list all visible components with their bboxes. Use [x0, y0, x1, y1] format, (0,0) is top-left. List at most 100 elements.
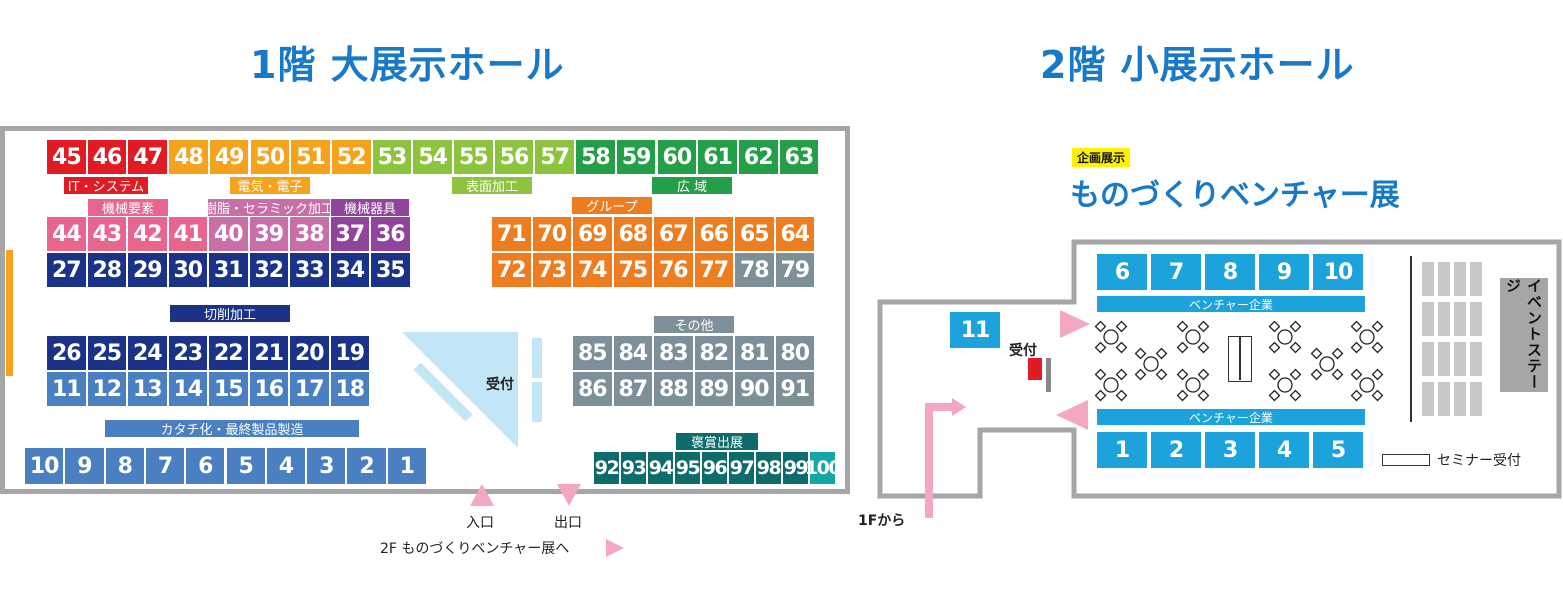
venture-booth-10[interactable]: 10 — [1313, 254, 1363, 290]
booth-25[interactable]: 25 — [87, 336, 128, 370]
booth-16[interactable]: 16 — [249, 372, 290, 406]
booth-72[interactable]: 72 — [492, 253, 533, 287]
venture-booth-7[interactable]: 7 — [1151, 254, 1201, 290]
booth-54[interactable]: 54 — [413, 140, 454, 174]
booth-10[interactable]: 10 — [25, 448, 66, 484]
booth-97[interactable]: 97 — [729, 452, 756, 484]
booth-96[interactable]: 96 — [702, 452, 729, 484]
booth-37[interactable]: 37 — [330, 217, 371, 251]
booth-100[interactable]: 100 — [805, 452, 842, 484]
booth-94[interactable]: 94 — [648, 452, 675, 484]
venture-booth-1[interactable]: 1 — [1097, 432, 1147, 468]
booth-60[interactable]: 60 — [657, 140, 699, 174]
booth-47[interactable]: 47 — [128, 140, 170, 174]
booth-38[interactable]: 38 — [290, 217, 331, 251]
booth-28[interactable]: 28 — [87, 253, 128, 287]
booth-73[interactable]: 73 — [532, 253, 573, 287]
venture-booth-8[interactable]: 8 — [1205, 254, 1255, 290]
booth-3[interactable]: 3 — [307, 448, 348, 484]
booth-14[interactable]: 14 — [168, 372, 209, 406]
booth-78[interactable]: 78 — [735, 253, 776, 287]
booth-56[interactable]: 56 — [494, 140, 536, 174]
booth-24[interactable]: 24 — [128, 336, 169, 370]
booth-7[interactable]: 7 — [145, 448, 187, 484]
booth-77[interactable]: 77 — [694, 253, 735, 287]
booth-52[interactable]: 52 — [331, 140, 373, 174]
booth-35[interactable]: 35 — [371, 253, 412, 287]
venture-booth-6[interactable]: 6 — [1097, 254, 1147, 290]
booth-45[interactable]: 45 — [47, 140, 88, 174]
booth-80[interactable]: 80 — [775, 336, 816, 370]
booth-30[interactable]: 30 — [168, 253, 209, 287]
booth-62[interactable]: 62 — [738, 140, 780, 174]
booth-93[interactable]: 93 — [621, 452, 648, 484]
booth-98[interactable]: 98 — [756, 452, 783, 484]
venture-booth-4[interactable]: 4 — [1259, 432, 1309, 468]
booth-43[interactable]: 43 — [87, 217, 128, 251]
booth-48[interactable]: 48 — [169, 140, 210, 174]
booth-75[interactable]: 75 — [613, 253, 654, 287]
booth-32[interactable]: 32 — [249, 253, 290, 287]
booth-83[interactable]: 83 — [654, 336, 695, 370]
booth-61[interactable]: 61 — [698, 140, 739, 174]
booth-57[interactable]: 57 — [535, 140, 577, 174]
booth-2[interactable]: 2 — [347, 448, 388, 484]
booth-33[interactable]: 33 — [290, 253, 331, 287]
booth-69[interactable]: 69 — [573, 217, 614, 251]
booth-17[interactable]: 17 — [290, 372, 331, 406]
booth-95[interactable]: 95 — [675, 452, 702, 484]
booth-65[interactable]: 65 — [735, 217, 776, 251]
booth-91[interactable]: 91 — [775, 372, 816, 406]
booth-44[interactable]: 44 — [47, 217, 88, 251]
booth-63[interactable]: 63 — [779, 140, 821, 174]
booth-49[interactable]: 49 — [209, 140, 251, 174]
booth-46[interactable]: 46 — [87, 140, 129, 174]
booth-9[interactable]: 9 — [65, 448, 106, 484]
booth-82[interactable]: 82 — [694, 336, 735, 370]
booth-87[interactable]: 87 — [613, 372, 654, 406]
booth-89[interactable]: 89 — [694, 372, 735, 406]
venture-booth-5[interactable]: 5 — [1313, 432, 1363, 468]
venture-booth-11[interactable]: 11 — [950, 312, 1000, 348]
booth-70[interactable]: 70 — [532, 217, 573, 251]
booth-40[interactable]: 40 — [209, 217, 250, 251]
booth-36[interactable]: 36 — [371, 217, 412, 251]
booth-74[interactable]: 74 — [573, 253, 614, 287]
booth-71[interactable]: 71 — [492, 217, 533, 251]
booth-19[interactable]: 19 — [330, 336, 371, 370]
venture-booth-9[interactable]: 9 — [1259, 254, 1309, 290]
booth-79[interactable]: 79 — [775, 253, 816, 287]
venture-booth-2[interactable]: 2 — [1151, 432, 1201, 468]
booth-39[interactable]: 39 — [249, 217, 290, 251]
booth-99[interactable]: 99 — [783, 452, 810, 484]
booth-59[interactable]: 59 — [616, 140, 658, 174]
booth-11[interactable]: 11 — [47, 372, 88, 406]
booth-21[interactable]: 21 — [249, 336, 290, 370]
booth-92[interactable]: 92 — [594, 452, 621, 484]
booth-15[interactable]: 15 — [209, 372, 250, 406]
booth-12[interactable]: 12 — [87, 372, 128, 406]
booth-53[interactable]: 53 — [372, 140, 414, 174]
booth-51[interactable]: 51 — [291, 140, 332, 174]
booth-26[interactable]: 26 — [47, 336, 88, 370]
booth-85[interactable]: 85 — [573, 336, 614, 370]
booth-23[interactable]: 23 — [168, 336, 209, 370]
booth-42[interactable]: 42 — [128, 217, 169, 251]
booth-41[interactable]: 41 — [168, 217, 209, 251]
booth-18[interactable]: 18 — [330, 372, 371, 406]
booth-29[interactable]: 29 — [128, 253, 169, 287]
booth-84[interactable]: 84 — [613, 336, 654, 370]
venture-booth-3[interactable]: 3 — [1205, 432, 1255, 468]
booth-64[interactable]: 64 — [775, 217, 816, 251]
booth-6[interactable]: 6 — [186, 448, 227, 484]
booth-22[interactable]: 22 — [209, 336, 250, 370]
booth-68[interactable]: 68 — [613, 217, 654, 251]
booth-34[interactable]: 34 — [330, 253, 371, 287]
booth-31[interactable]: 31 — [209, 253, 250, 287]
booth-20[interactable]: 20 — [290, 336, 331, 370]
booth-1[interactable]: 1 — [387, 448, 428, 484]
booth-76[interactable]: 76 — [654, 253, 695, 287]
booth-81[interactable]: 81 — [735, 336, 776, 370]
booth-86[interactable]: 86 — [573, 372, 614, 406]
booth-13[interactable]: 13 — [128, 372, 169, 406]
